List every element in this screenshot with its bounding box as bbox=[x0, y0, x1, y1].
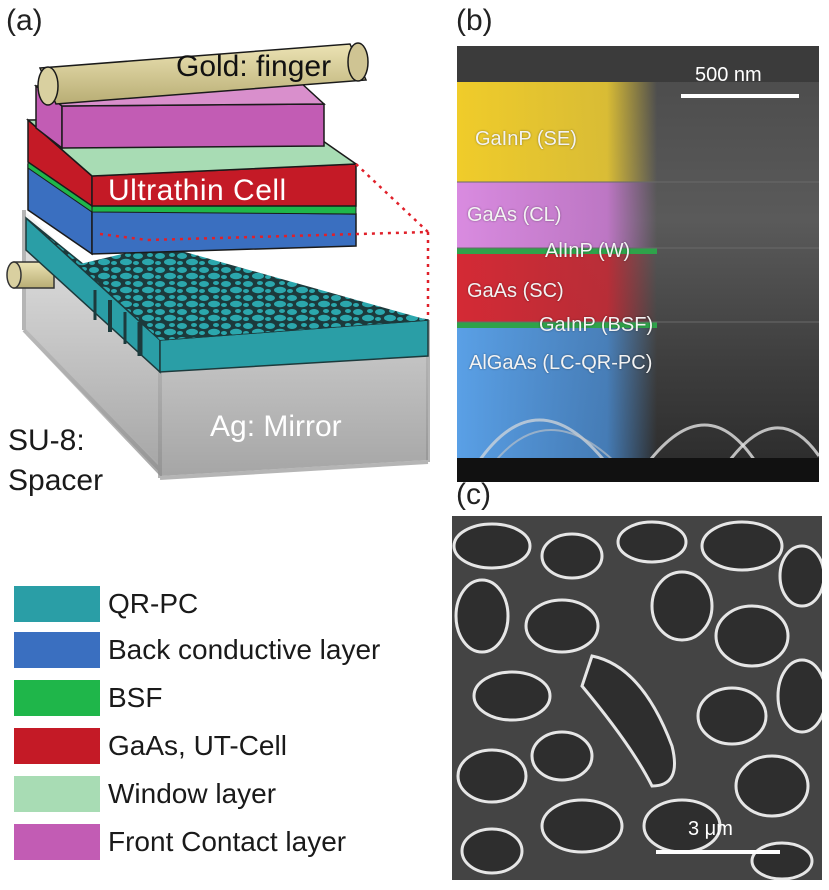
layer-label-algaas-lc-qr-pc: AlGaAs (LC-QR-PC) bbox=[469, 352, 653, 374]
gold-finger-label: Gold: finger bbox=[176, 50, 332, 83]
layer-label-gainp-bsf: GaInP (BSF) bbox=[539, 314, 654, 336]
legend-label-bsf: BSF bbox=[108, 682, 163, 713]
sem-top-view: 3 μm bbox=[452, 516, 822, 880]
panel-b-label: (b) bbox=[456, 4, 493, 37]
ag-mirror bbox=[26, 240, 428, 476]
legend-swatch-window bbox=[14, 776, 100, 812]
legend-swatch-bsf bbox=[14, 680, 100, 716]
sem-cross-section: 500 nm GaInP (SE) GaAs (CL) AlInP (W) Ga… bbox=[457, 46, 819, 482]
legend-label-back-conductive: Back conductive layer bbox=[108, 634, 381, 665]
spacer-label-line2: Spacer bbox=[8, 464, 104, 497]
layer-label-gaas-sc: GaAs (SC) bbox=[467, 280, 564, 302]
device-schematic bbox=[6, 42, 430, 480]
qr-pc-layer bbox=[25, 216, 429, 374]
legend-label-front-contact: Front Contact layer bbox=[108, 826, 347, 857]
legend-swatch-qr-pc bbox=[14, 586, 100, 622]
ultrathin-cell-layer bbox=[27, 118, 357, 208]
panel-c-label: (c) bbox=[456, 478, 491, 511]
legend-swatch-back-conductive bbox=[14, 632, 100, 668]
sem-c-scale-bar-label: 3 μm bbox=[688, 818, 733, 840]
panel-a-label: (a) bbox=[6, 4, 43, 37]
gold-finger bbox=[37, 42, 369, 106]
sem-cross-section-overlay bbox=[457, 46, 819, 482]
sem-b-scale-bar-label: 500 nm bbox=[695, 64, 762, 86]
legend-swatch-front-contact bbox=[14, 824, 100, 860]
legend-label-qr-pc: QR-PC bbox=[108, 588, 199, 619]
ultrathin-cell-label: Ultrathin Cell bbox=[108, 174, 287, 207]
legend-swatch-gaas-cell bbox=[14, 728, 100, 764]
layer-label-gaas-cl: GaAs (CL) bbox=[467, 204, 562, 226]
sem-top-view-texture bbox=[452, 516, 822, 880]
legend-label-gaas-cell: GaAs, UT-Cell bbox=[108, 730, 287, 761]
ag-mirror-label: Ag: Mirror bbox=[210, 410, 342, 443]
back-conductive-layer bbox=[27, 163, 357, 256]
layer-label-alinp-w: AlInP (W) bbox=[545, 240, 631, 262]
legend-label-window: Window layer bbox=[108, 778, 277, 809]
zoom-indicator bbox=[99, 163, 430, 320]
spacer-label-line1: SU-8: bbox=[8, 424, 85, 457]
layer-label-gainp-se: GaInP (SE) bbox=[475, 128, 577, 150]
